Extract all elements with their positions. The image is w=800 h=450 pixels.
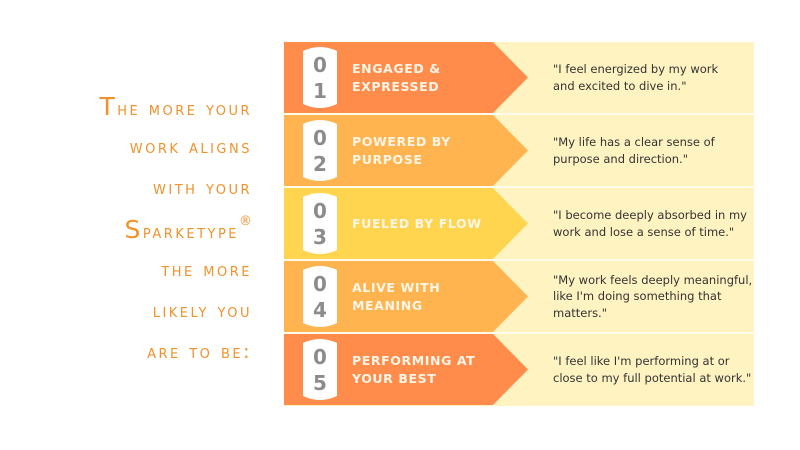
heading-text: he more your xyxy=(117,98,252,120)
quote-line: and excited to dive in." xyxy=(553,78,687,93)
heading-line-1: The more your xyxy=(0,86,252,127)
badge-shape-icon xyxy=(303,47,337,108)
benefit-row-2: 0 2 POWERED BY PURPOSE "My life has a cl… xyxy=(284,115,754,186)
benefit-label: FUELED BY FLOW xyxy=(352,188,502,259)
heading: The more your work aligns with your Spar… xyxy=(0,86,252,373)
heading-line-3: with your xyxy=(0,168,252,209)
badge-digit-ones: 5 xyxy=(313,371,327,395)
quote-line: close to my full potential at work." xyxy=(553,370,752,385)
quote-line: "My life has a clear sense of xyxy=(553,135,715,149)
heading-text: with your xyxy=(153,177,252,199)
benefit-label-line: POWERED BY xyxy=(352,133,451,149)
heading-text: are to be: xyxy=(147,341,252,363)
benefit-label-line: PURPOSE xyxy=(352,151,423,167)
heading-text: work aligns xyxy=(129,136,252,158)
benefit-label: ALIVE WITH MEANING xyxy=(352,261,502,332)
badge-digit-ones: 3 xyxy=(313,225,327,249)
benefit-quote: "My life has a clear sense of purpose an… xyxy=(553,115,753,186)
benefit-quote: "I feel energized by my work and excited… xyxy=(553,42,753,113)
arrow-banner xyxy=(284,188,528,259)
heading-text: parketype xyxy=(142,221,239,243)
heading-line-5: the more xyxy=(0,250,252,291)
registered-mark: ® xyxy=(239,214,252,229)
arrow-banner xyxy=(284,261,528,332)
arrow-banner xyxy=(284,115,528,186)
number-badge: 0 1 xyxy=(303,45,337,110)
benefit-row-1: 0 1 ENGAGED & EXPRESSED "I feel energize… xyxy=(284,42,754,113)
badge-digit-tens: 0 xyxy=(313,345,327,369)
quote-line: work and lose a sense of time." xyxy=(553,224,735,239)
heading-line-4: Sparketype® xyxy=(0,209,252,250)
quote-line: "My work feels deeply meaningful, xyxy=(553,272,753,287)
quote-line: purpose and direction." xyxy=(553,151,689,166)
heading-text: likely you xyxy=(152,300,252,322)
benefit-row-3: 0 3 FUELED BY FLOW "I become deeply abso… xyxy=(284,188,754,259)
number-badge: 0 2 xyxy=(303,118,337,183)
heading-cap: T xyxy=(99,92,118,121)
badge-digit-tens: 0 xyxy=(313,199,327,223)
badge-digit-tens: 0 xyxy=(313,53,327,77)
quote-line: matters." xyxy=(553,305,608,320)
benefit-label: ENGAGED & EXPRESSED xyxy=(352,42,502,113)
badge-shape-icon xyxy=(303,120,337,181)
number-badge: 0 5 xyxy=(303,337,337,402)
benefit-label-line: ENGAGED & xyxy=(352,60,441,76)
heading-line-2: work aligns xyxy=(0,127,252,168)
row-divider xyxy=(284,186,754,188)
benefit-label-line: PERFORMING AT xyxy=(352,352,476,368)
benefit-row-5: 0 5 PERFORMING AT YOUR BEST "I feel like… xyxy=(284,334,754,405)
sparketype-benefits-table: 0 1 ENGAGED & EXPRESSED "I feel energize… xyxy=(284,42,754,406)
badge-shape-icon xyxy=(303,193,337,254)
number-badge: 0 4 xyxy=(303,264,337,329)
benefit-label: PERFORMING AT YOUR BEST xyxy=(352,334,502,405)
benefit-label-line: MEANING xyxy=(352,297,423,313)
number-badge: 0 3 xyxy=(303,191,337,256)
benefit-label-line: FUELED BY FLOW xyxy=(352,215,482,231)
arrow-banner xyxy=(284,334,528,405)
heading-cap: S xyxy=(124,215,143,244)
benefit-label: POWERED BY PURPOSE xyxy=(352,115,502,186)
heading-text: the more xyxy=(161,259,252,281)
benefit-row-4: 0 4 ALIVE WITH MEANING "My work feels de… xyxy=(284,261,754,332)
arrow-banner xyxy=(284,42,528,113)
benefit-label-line: EXPRESSED xyxy=(352,78,440,94)
benefit-quote: "I feel like I'm performing at or close … xyxy=(553,334,753,405)
heading-line-6: likely you xyxy=(0,291,252,332)
badge-digit-ones: 2 xyxy=(313,152,327,176)
badge-digit-ones: 4 xyxy=(313,298,327,322)
badge-shape-icon xyxy=(303,266,337,327)
benefit-label-line: ALIVE WITH xyxy=(352,279,441,295)
row-divider xyxy=(284,259,754,261)
benefit-label-line: YOUR BEST xyxy=(352,370,437,386)
quote-line: "I feel energized by my work xyxy=(553,62,719,76)
heading-line-7: are to be: xyxy=(0,332,252,373)
benefit-quote: "I become deeply absorbed in my work and… xyxy=(553,188,753,259)
badge-digit-tens: 0 xyxy=(313,272,327,296)
row-divider xyxy=(284,113,754,115)
badge-digit-ones: 1 xyxy=(313,79,327,103)
badge-digit-tens: 0 xyxy=(313,126,327,150)
row-divider xyxy=(284,332,754,334)
quote-line: "I become deeply absorbed in my xyxy=(553,208,747,222)
benefit-quote: "My work feels deeply meaningful, like I… xyxy=(553,261,753,332)
quote-line: "I feel like I'm performing at or xyxy=(553,354,730,368)
badge-shape-icon xyxy=(303,339,337,400)
quote-line: like I'm doing something that xyxy=(553,289,722,304)
